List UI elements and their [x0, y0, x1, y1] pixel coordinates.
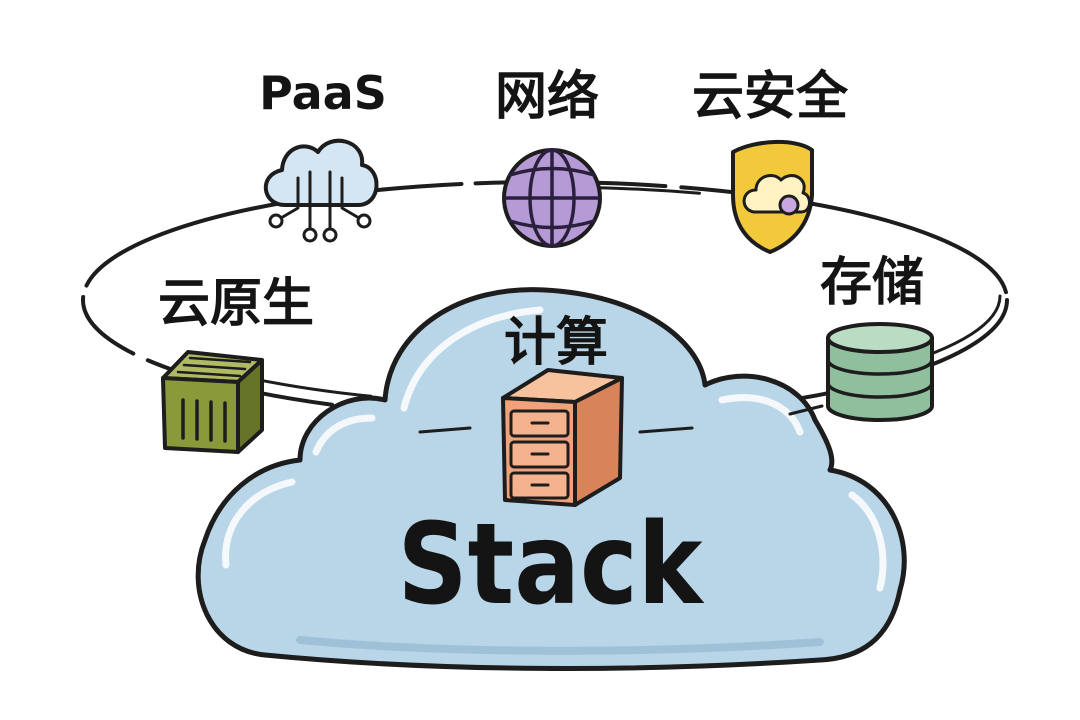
circuit-node — [356, 213, 372, 229]
label-compute: 计算 — [504, 313, 608, 373]
cloud-circuit-icon — [263, 138, 379, 243]
paas-cloud-shape — [263, 138, 379, 207]
cloud-highlights — [222, 306, 887, 592]
paas-circuit-nodes — [268, 213, 372, 243]
globe-icon — [502, 148, 602, 248]
shield-purple-dot — [778, 194, 800, 216]
cloud-highlight-left — [222, 478, 296, 569]
globe-grid — [502, 148, 602, 248]
orbit-line-sketch — [94, 185, 1002, 407]
orbit-fragment-db — [788, 404, 824, 416]
cloud-highlight-right-lobe — [848, 491, 887, 592]
label-cloud-security: 云安全 — [692, 67, 849, 127]
globe-latitude-south — [508, 219, 596, 230]
database-bands — [826, 358, 934, 399]
database-band — [826, 381, 934, 399]
node-labels: PaaS 网络 云安全 云原生 计算 存储 — [158, 66, 924, 373]
cabinet-drawers — [509, 409, 570, 500]
label-storage: 存储 — [820, 253, 924, 313]
cloud-highlight-bump — [312, 414, 376, 456]
label-paas: PaaS — [259, 66, 387, 120]
slit — [188, 356, 252, 364]
orbit-fragment-right — [638, 426, 694, 434]
globe-latitude-north — [508, 166, 596, 177]
database-band — [826, 358, 934, 376]
circuit-node — [322, 227, 338, 243]
orbit-fragment-left — [418, 426, 472, 434]
container-top-slits — [176, 356, 252, 378]
cloud-shield-icon — [731, 140, 814, 254]
orbit-ring-front — [418, 404, 824, 434]
database-top — [826, 322, 934, 354]
stack-title: Stack — [398, 500, 705, 630]
label-cloud-native: 云原生 — [158, 274, 314, 334]
cloud-highlight-right — [718, 394, 804, 436]
label-network: 网络 — [495, 67, 599, 127]
circuit-node — [302, 227, 318, 243]
slit — [176, 370, 242, 378]
cloud-highlight-top — [400, 306, 544, 412]
slit — [182, 363, 247, 371]
circuit-line — [279, 176, 300, 220]
paas-circuit-lines — [279, 170, 361, 231]
container-box-icon — [161, 350, 264, 454]
circuit-line — [340, 176, 361, 220]
database-body — [826, 336, 934, 422]
database-icon — [826, 322, 934, 422]
server-cabinet-icon — [501, 368, 624, 507]
circuit-node — [268, 213, 284, 229]
container-front-ribs — [181, 398, 227, 443]
cloud-bottom-shade — [296, 636, 824, 655]
